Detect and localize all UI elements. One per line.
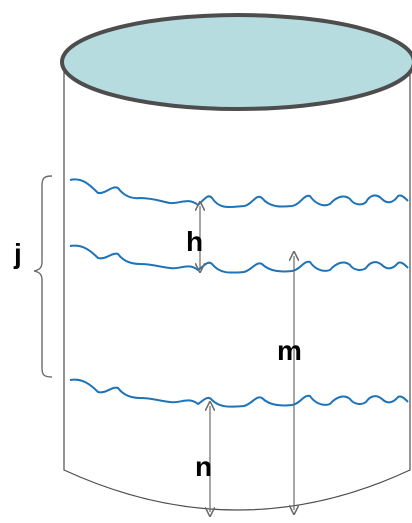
cylinder-body	[63, 63, 411, 511]
water-surface-top	[60, 13, 412, 111]
wave-line-middle	[69, 244, 409, 274]
label-j: j	[13, 238, 22, 269]
label-m: m	[277, 335, 302, 366]
label-n: n	[195, 451, 212, 482]
brace-j	[33, 175, 53, 378]
wave-line-lower	[69, 378, 409, 408]
wave-line-upper	[69, 178, 409, 209]
label-h: h	[186, 226, 203, 257]
